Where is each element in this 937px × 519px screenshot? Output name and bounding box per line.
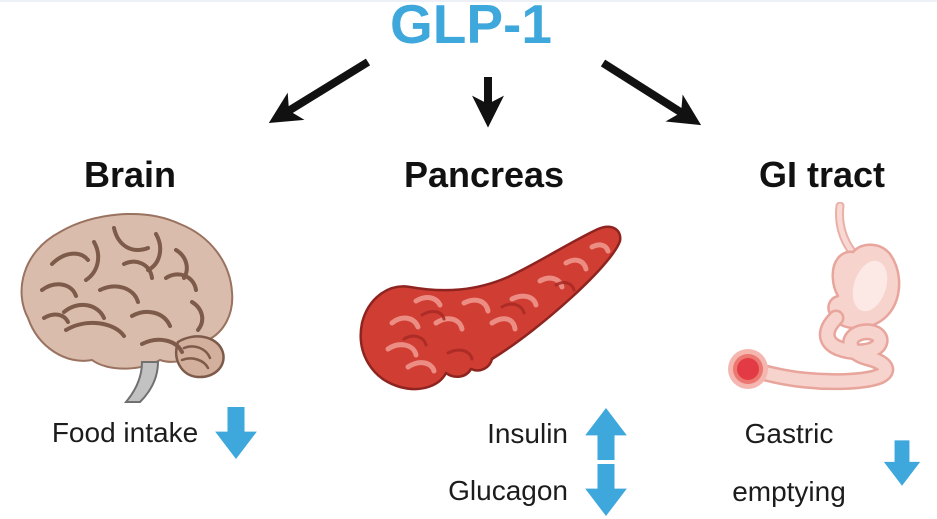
arrow-to-gi-tract-icon	[600, 59, 702, 126]
decrease-arrow-icon	[214, 406, 258, 460]
food-intake-label: Food intake	[51, 417, 199, 448]
gastric-emptying-label: Gastric emptying	[732, 418, 846, 507]
arrow-to-brain-icon	[268, 58, 371, 124]
gi-tract-label: GI tract	[758, 154, 886, 195]
effect-food-intake: Food intake	[20, 402, 290, 464]
connector-arrows	[268, 58, 702, 128]
increase-arrow-icon	[584, 407, 628, 460]
effects-pancreas: Insulin Glucagon	[398, 405, 628, 519]
brain-illustration-icon	[8, 200, 240, 407]
decrease-arrow-icon	[883, 437, 921, 490]
insulin-label: Insulin	[487, 417, 568, 449]
gi-tract-illustration-icon	[712, 202, 932, 407]
effect-gastric-emptying: Gastric emptying	[700, 404, 937, 519]
page-title: GLP-1	[390, 0, 552, 55]
effect-insulin: Insulin	[398, 405, 628, 462]
glucagon-label: Glucagon	[448, 474, 568, 506]
pancreas-label: Pancreas	[403, 154, 565, 195]
decrease-arrow-icon	[584, 464, 628, 517]
effect-glucagon: Glucagon	[398, 462, 628, 519]
brain-label: Brain	[83, 154, 177, 195]
pancreas-illustration-icon	[352, 207, 642, 402]
